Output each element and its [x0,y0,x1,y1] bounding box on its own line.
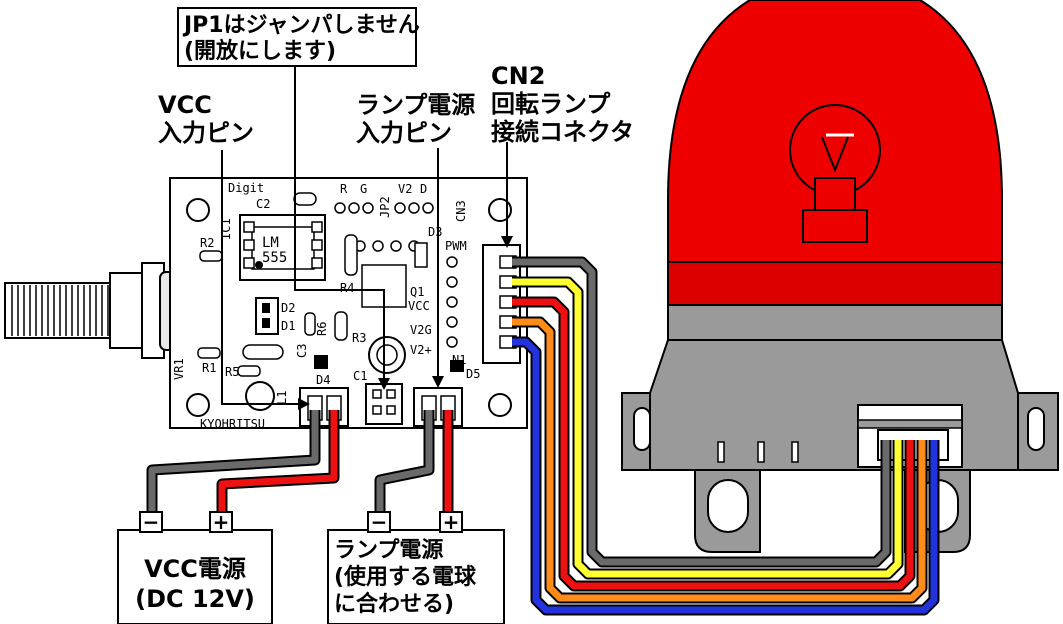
pcb-label: R1 [202,361,216,375]
pcb-label: C2 [256,197,270,211]
pcb-label: D5 [466,367,480,381]
pcb-label: Q1 [410,285,424,299]
plus-terminal-label: + [213,510,230,534]
pcb-label: R6 [315,322,329,336]
lamp-power-note-1: (使用する電球 [334,565,477,590]
vcc-plus-wire-core [218,410,338,515]
pcb-label: D4 [316,373,330,387]
pcb-label: R2 [200,236,214,250]
callout-arrows [298,236,513,410]
pcb-label: JP2 [378,196,392,218]
lamp-bracket-slot-left [633,407,651,451]
callout-lines [221,62,508,405]
vcc-input-label-2: 入力ピン [158,119,254,147]
cn2-label-2: 回転ランプ [491,90,611,118]
pcb-label: G [360,182,367,196]
pcb-label: L1 [275,391,289,405]
pcb-label: 555 [262,250,287,266]
mount-hole [186,393,210,417]
pcb-label: C3 [295,344,309,358]
pcb-label: R3 [352,331,366,345]
vcc-power-spec: (DC 12V) [135,585,255,613]
lamp-power-connector [413,387,463,427]
vcc-input-label: VCC [158,91,212,119]
lamp-minus-wire-core [376,410,433,515]
pcb-label: D [420,182,427,196]
mount-hole [186,198,210,222]
pcb-label: D2 [281,301,295,315]
vcc-power-title: VCC電源 [144,555,246,583]
cable-red-core [512,298,914,590]
pcb-label: C1 [353,369,367,383]
rotating-lamp [621,0,1059,553]
pcb-label: V2G [410,323,432,337]
lamp-leg-slot-left [707,479,749,533]
mount-hole [488,198,512,222]
cable-yellow-core [512,278,902,578]
lamp-bracket-slot-right [1027,407,1045,451]
cable-orange-core [512,318,926,602]
pcb-label: N1 [452,353,466,367]
vcc-minus-wire-core [148,410,319,515]
plus-terminal-label: + [443,510,460,534]
bulb-icon [789,104,881,243]
pcb-label: R [340,182,348,196]
vcc-power-box: − + VCC電源 (DC 12V) [117,510,273,624]
pcb-label: R4 [340,281,354,295]
pcb-label: VCC [408,299,430,313]
mount-hole [488,393,512,417]
minus-terminal-label: − [143,510,160,534]
vcc-connector [299,387,349,427]
jp1-note-line2: (開放にします) [184,38,336,64]
lamp-power-box: − + ランプ電源 (使用する電球 に合わせる) [327,510,505,624]
pcb-label: D1 [281,319,295,333]
lamp-power-title: ランプ電源 [334,538,443,563]
pcb-label: CN3 [454,200,468,222]
pcb-label: Digit [228,181,264,195]
minus-terminal-label: − [371,510,388,534]
jp1-note-box [177,7,417,67]
jp1-note-line1: JP1はジャンパしません [182,13,420,38]
cable-blue-core [512,338,938,614]
cn2-label: CN2 [491,62,545,90]
lamp-input-label: ランプ電源 [356,91,475,119]
pcb-label: LM [262,235,279,251]
pcb-brand: KYOHRITSU [200,417,265,431]
pcb-label: VR1 [172,358,186,380]
cable-gray-core [512,258,890,566]
lamp-input-label-2: 入力ピン [356,119,452,147]
pcb-label: V2+ [410,343,432,357]
pcb-label: V2 [398,182,412,196]
pcb-label: R5 [225,365,239,379]
pcb-label: D3 [428,225,442,239]
cn2-label-3: 接続コネクタ [491,118,634,146]
pcb-label: PWM [445,239,467,253]
lamp-power-note-2: に合わせる) [334,591,454,617]
